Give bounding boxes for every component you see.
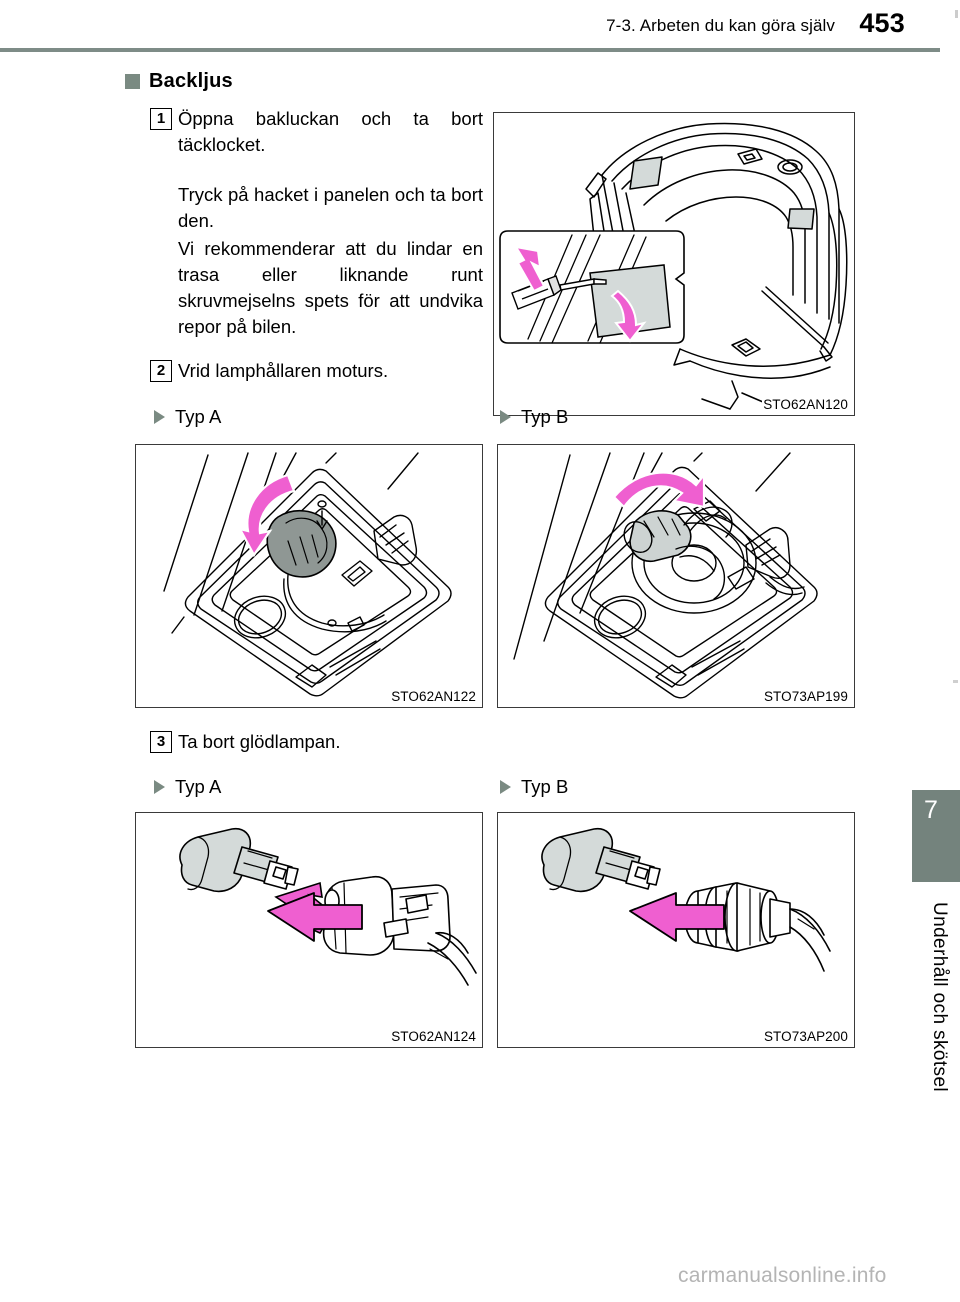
figure-socket-type-b: STO73AP199	[497, 444, 855, 708]
step-number-3: 3	[150, 731, 172, 753]
chapter-label: Underhåll och skötsel	[929, 902, 950, 1093]
type-label-text: Typ A	[175, 406, 222, 427]
triangle-bullet-icon	[500, 410, 511, 424]
chapter-number: 7	[924, 796, 938, 824]
page-number: 453	[859, 8, 905, 38]
figure-bulb-type-b: STO73AP200	[497, 812, 855, 1048]
figure-bulb-type-a: STO62AN124	[135, 812, 483, 1048]
page-header: 7-3. Arbeten du kan göra själv 453	[0, 0, 960, 52]
figure-socket-type-a: STO62AN122	[135, 444, 483, 708]
edge-mark-middle	[953, 680, 958, 683]
chapter-tab: 7	[912, 790, 960, 882]
figure-code: STO62AN124	[390, 1029, 477, 1044]
type-label-a-step3: Typ A	[154, 776, 221, 798]
site-watermark: carmanualsonline.info	[678, 1264, 887, 1287]
type-label-text: Typ B	[521, 406, 569, 427]
step-number-2: 2	[150, 360, 172, 382]
triangle-bullet-icon	[154, 780, 165, 794]
step-2-heading: Vrid lamphållaren moturs.	[178, 360, 389, 381]
figure-code: STO62AN122	[390, 689, 477, 704]
step-1-body-2: Vi rekommenderar att du lindar en trasa …	[178, 238, 483, 337]
figure-code: STO62AN120	[762, 397, 849, 412]
figure-code: STO73AP200	[762, 1029, 849, 1044]
square-bullet-icon	[125, 74, 140, 89]
edge-mark-top	[955, 10, 958, 18]
section-title: Backljus	[149, 70, 233, 92]
figure-code: STO73AP199	[762, 689, 849, 704]
step-1-body-1: Tryck på hacket i panelen och ta bort de…	[178, 184, 483, 231]
section-heading: Backljus	[125, 70, 233, 93]
type-label-text: Typ A	[175, 776, 222, 797]
triangle-bullet-icon	[154, 410, 165, 424]
header-rule	[0, 48, 940, 52]
step-number-1: 1	[150, 108, 172, 130]
type-label-a-step2: Typ A	[154, 406, 221, 428]
header-section-title: 7-3. Arbeten du kan göra själv	[606, 16, 835, 35]
figure-trunk-open: STO62AN120	[493, 112, 855, 416]
triangle-bullet-icon	[500, 780, 511, 794]
step-3-heading: Ta bort glödlampan.	[178, 731, 341, 752]
step-1-heading: Öppna bakluckan och ta bort täcklocket.	[178, 108, 483, 155]
type-label-text: Typ B	[521, 776, 569, 797]
type-label-b-step2: Typ B	[500, 406, 568, 428]
type-label-b-step3: Typ B	[500, 776, 568, 798]
